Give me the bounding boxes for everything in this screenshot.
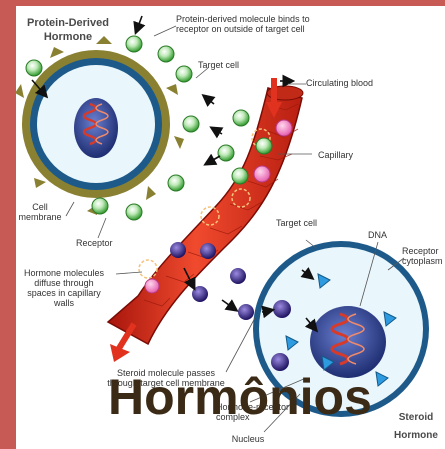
steroid-hormone: [200, 243, 216, 259]
label-hormone-molecules-4: walls: [53, 298, 75, 308]
diagram-panel: Protein-Derived Hormone Protein-derived …: [16, 6, 445, 449]
steroid-hormone: [273, 300, 291, 318]
protein-hormone: [232, 168, 248, 184]
label-target-cell-bottom: Target cell: [276, 218, 317, 228]
label-target-cell-top: Target cell: [198, 60, 239, 70]
protein-target-cell: [16, 36, 184, 215]
protein-hormone: [176, 66, 192, 82]
protein-hormone: [126, 204, 142, 220]
label-binds-2: receptor on outside of target cell: [176, 24, 305, 34]
label-circulating-blood: Circulating blood: [306, 78, 373, 88]
protein-hormone: [126, 36, 142, 52]
label-dna: DNA: [368, 230, 387, 240]
protein-hormone: [256, 138, 272, 154]
page-title: Hormônios: [108, 372, 372, 422]
label-hormone-molecules-3: spaces in capillary: [27, 288, 101, 298]
protein-hormone: [92, 198, 108, 214]
label-hormone-molecules-1: Hormone molecules: [24, 268, 105, 278]
protein-hormone: [158, 46, 174, 62]
steroid-hormone: [170, 242, 186, 258]
label-capillary: Capillary: [318, 150, 354, 160]
label-hormone-molecules-2: diffuse through: [34, 278, 93, 288]
label-nucleus: Nucleus: [232, 434, 265, 444]
steroid-hormone: [192, 286, 208, 302]
label-receptor-right-2: cytoplasm: [402, 256, 443, 266]
label-steroid-hormone-1: Steroid: [399, 412, 433, 423]
label-protein-hormone-2: Hormone: [44, 31, 92, 43]
protein-hormone: [233, 110, 249, 126]
label-steroid-hormone-2: Hormone: [394, 430, 438, 441]
label-cell-membrane-1: Cell: [32, 202, 48, 212]
label-receptor-right-1: Receptor: [402, 246, 439, 256]
hormone-in-blood: [254, 166, 270, 182]
protein-hormone: [183, 116, 199, 132]
hormone-in-blood: [276, 120, 292, 136]
label-binds-1: Protein-derived molecule binds to: [176, 14, 310, 24]
label-protein-hormone-1: Protein-Derived: [27, 17, 109, 29]
label-cell-membrane-2: membrane: [18, 212, 61, 222]
hormone-in-blood: [145, 279, 159, 293]
steroid-hormone: [238, 304, 254, 320]
protein-hormone: [26, 60, 42, 76]
label-receptor-left: Receptor: [76, 238, 113, 248]
steroid-hormone: [230, 268, 246, 284]
protein-hormone: [218, 145, 234, 161]
protein-hormone: [168, 175, 184, 191]
